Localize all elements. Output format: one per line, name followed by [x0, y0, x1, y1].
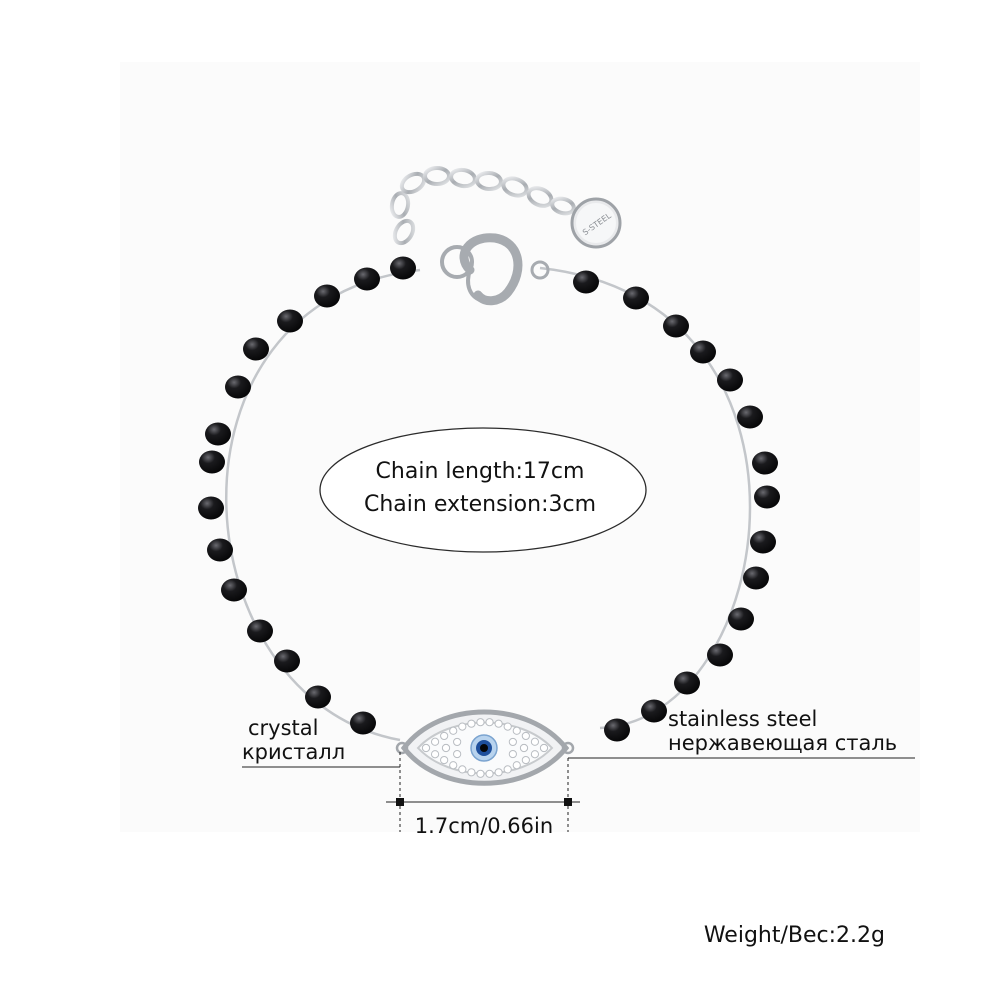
pave-crystal [458, 765, 467, 774]
pave-crystal [530, 737, 540, 746]
crystal-bead [198, 496, 224, 520]
spec-callout [319, 427, 647, 553]
pave-crystal [430, 737, 440, 746]
crystal-bead [750, 530, 776, 554]
pave-crystal [512, 726, 521, 735]
crystal-bead [641, 699, 667, 723]
lobster-clasp [440, 233, 550, 306]
steel-label-ru: нержавеющая сталь [668, 731, 897, 755]
crystal-bead [277, 309, 303, 333]
pave-crystal [430, 750, 440, 759]
steel-tag: S-STEEL [570, 197, 622, 249]
pave-crystal [458, 722, 467, 731]
pendant-width-text: 1.7cm/0.66in [415, 814, 553, 838]
pave-crystal [494, 768, 503, 777]
pave-crystal [440, 731, 449, 741]
pave-crystal [449, 726, 458, 735]
crystal-bead [690, 340, 716, 364]
pave-crystal [519, 743, 529, 753]
pave-crystal [467, 768, 476, 777]
pave-crystal [521, 731, 530, 741]
pave-crystal [441, 743, 451, 753]
pave-crystal [440, 755, 449, 765]
crystal-bead [728, 607, 754, 631]
crystal-bead [754, 485, 780, 509]
pave-crystal [539, 743, 549, 753]
crystal-bead [350, 711, 376, 735]
crystal-bead [390, 256, 416, 280]
pave-crystal [503, 765, 512, 774]
black-crystal-beads [198, 256, 780, 742]
steel-label: stainless steel [668, 707, 817, 731]
crystal-label: crystal [248, 716, 319, 740]
crystal-bead [243, 337, 269, 361]
extension-chain [389, 166, 576, 246]
chain-length-text: Chain length:17cm [376, 459, 585, 484]
crystal-bead [207, 538, 233, 562]
crystal-bead [737, 405, 763, 429]
crystal-bead [752, 451, 778, 475]
crystal-bead [623, 286, 649, 310]
weight-text: Weight/Bec:2.2g [704, 923, 885, 948]
pave-crystal [453, 737, 462, 747]
pave-crystal [476, 718, 485, 727]
crystal-bead [717, 368, 743, 392]
chain-extension-text: Chain extension:3cm [364, 492, 596, 517]
crystal-bead [674, 671, 700, 695]
crystal-bead [274, 649, 300, 673]
pave-crystal [521, 755, 530, 765]
pave-crystal [508, 737, 517, 747]
crystal-label-ru: кристалл [242, 740, 345, 764]
pave-crystal [476, 769, 485, 778]
pave-crystal [485, 769, 494, 778]
dimension-marker [386, 752, 580, 832]
pave-crystal [508, 749, 517, 759]
crystal-bead [573, 270, 599, 294]
crystal-bead [199, 450, 225, 474]
pave-crystal [485, 718, 494, 727]
crystal-bead [354, 267, 380, 291]
crystal-bead [314, 284, 340, 308]
crystal-bead [604, 718, 630, 742]
pave-crystal [530, 750, 540, 759]
pave-crystal [453, 749, 462, 759]
pave-crystal [503, 722, 512, 731]
pave-crystal [494, 719, 503, 728]
crystal-bead [305, 685, 331, 709]
pave-crystal [467, 719, 476, 728]
crystal-bead [205, 422, 231, 446]
pave-crystal [449, 761, 458, 770]
evil-eye-pendant [395, 709, 575, 786]
pave-crystal [421, 743, 431, 753]
crystal-bead [225, 375, 251, 399]
pave-crystal [512, 761, 521, 770]
crystal-bead [247, 619, 273, 643]
crystal-bead [707, 643, 733, 667]
crystal-bead [221, 578, 247, 602]
crystal-bead [663, 314, 689, 338]
crystal-bead [743, 566, 769, 590]
